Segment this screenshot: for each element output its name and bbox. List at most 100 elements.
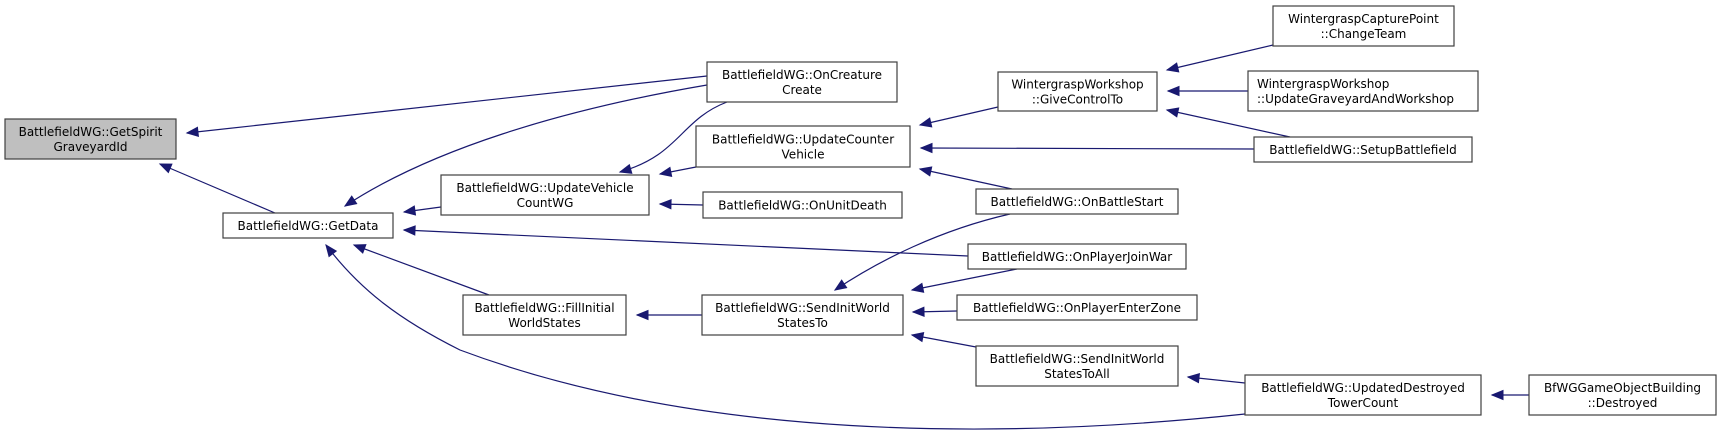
arrowhead-icon: [185, 126, 200, 137]
edge-line: [403, 229, 969, 257]
node-label: ::ChangeTeam: [1321, 27, 1407, 41]
node-label: ::GiveControlTo: [1032, 93, 1123, 107]
edge-line: [1166, 109, 1291, 138]
edge-oncreature-to-getspirit: [185, 75, 708, 137]
node-label: BattlefieldWG::OnBattleStart: [991, 195, 1164, 209]
edge-line: [920, 147, 1255, 150]
arrowhead-icon: [352, 244, 367, 254]
node-box: [701, 294, 904, 336]
arrowhead-icon: [1490, 389, 1504, 401]
node-box: [695, 125, 911, 168]
node-label: BattlefieldWG::FillInitial: [474, 301, 614, 315]
arrowhead-icon: [658, 166, 673, 177]
edge-oncreature-to-updatevehicle: [618, 101, 728, 174]
node-updateddestroyed[interactable]: BattlefieldWG::UpdatedDestroyedTowerCoun…: [1244, 374, 1482, 416]
node-getdata[interactable]: BattlefieldWG::GetData: [222, 212, 394, 239]
node-label: BattlefieldWG::UpdatedDestroyed: [1261, 381, 1465, 395]
node-onunitdeath[interactable]: BattlefieldWG::OnUnitDeath: [702, 191, 903, 219]
node-box: [1272, 5, 1455, 47]
node-box: [1247, 70, 1479, 112]
arrowhead-icon: [911, 306, 925, 317]
edge-line: [159, 163, 276, 214]
node-label: BattlefieldWG::SendInitWorld: [990, 352, 1165, 366]
edge-line: [919, 106, 999, 126]
edge-bfwgdestroyed-to-updateddestroyed: [1490, 389, 1529, 401]
node-box: [975, 188, 1179, 215]
node-label: BattlefieldWG::GetSpirit: [19, 125, 163, 139]
node-label: Create: [782, 83, 822, 97]
node-updategraveyard[interactable]: WintergraspWorkshop::UpdateGraveyardAndW…: [1247, 70, 1479, 112]
node-givecontrol[interactable]: WintergraspWorkshop::GiveControlTo: [997, 71, 1158, 112]
node-label: BattlefieldWG::UpdateVehicle: [456, 181, 633, 195]
arrowhead-icon: [1166, 85, 1180, 97]
arrowhead-icon: [402, 225, 416, 236]
arrowhead-icon: [658, 199, 672, 210]
arrowhead-icon: [910, 331, 925, 343]
node-box: [1244, 374, 1482, 416]
node-label: WintergraspCapturePoint: [1288, 12, 1439, 26]
node-box: [975, 345, 1179, 387]
node-label: GraveyardId: [53, 140, 127, 154]
edge-updateddestroyed-to-sendinittoall: [1186, 372, 1246, 384]
edge-onbattlestart-to-updatecounter: [918, 166, 1013, 190]
node-label: BattlefieldWG::SetupBattlefield: [1269, 143, 1456, 157]
node-box: [222, 212, 394, 239]
node-label: WintergraspWorkshop: [1257, 77, 1389, 91]
edges-layer: [158, 44, 1529, 430]
node-box: [967, 243, 1187, 270]
edge-line: [344, 84, 708, 207]
arrowhead-icon: [910, 282, 925, 293]
node-box: [462, 294, 627, 336]
node-label: StatesTo: [777, 316, 828, 330]
edge-setupbattlefield-to-givecontrol: [1165, 107, 1291, 138]
edge-updatevehicle-to-getdata: [402, 205, 442, 216]
node-box: [997, 71, 1158, 112]
node-label: BattlefieldWG::UpdateCounter: [712, 133, 894, 147]
node-label: BfWGGameObjectBuilding: [1544, 381, 1701, 395]
node-onplayerenterzone[interactable]: BattlefieldWG::OnPlayerEnterZone: [956, 294, 1198, 321]
arrowhead-icon: [325, 243, 338, 258]
arrowhead-icon: [833, 279, 848, 291]
arrowhead-icon: [635, 309, 649, 321]
edge-getdata-to-getspirit: [158, 163, 276, 214]
node-box: [4, 118, 177, 160]
arrowhead-icon: [918, 117, 933, 128]
arrowhead-icon: [1165, 62, 1180, 73]
node-label: BattlefieldWG::OnCreature: [722, 68, 882, 82]
node-box: [956, 294, 1198, 321]
node-label: Vehicle: [782, 148, 825, 162]
edge-onplayerjoinwar-to-sendinitto: [910, 268, 1018, 293]
node-onplayerjoinwar[interactable]: BattlefieldWG::OnPlayerJoinWar: [967, 243, 1187, 270]
node-label: BattlefieldWG::OnPlayerEnterZone: [973, 301, 1181, 315]
edge-updategraveyard-to-givecontrol: [1166, 85, 1248, 97]
edge-onplayerjoinwar-to-getdata: [402, 225, 969, 257]
edge-givecontrol-to-updatecounter: [918, 106, 999, 128]
node-box: [440, 174, 650, 216]
node-label: TowerCount: [1327, 396, 1399, 410]
edge-fillinitial-to-getdata: [352, 244, 490, 296]
edge-sendinitto-to-fillinitial: [635, 309, 702, 321]
arrowhead-icon: [918, 166, 933, 177]
edge-onbattlestart-to-sendinitto: [833, 213, 1011, 291]
edge-onplayerenterzone-to-sendinitto: [911, 306, 958, 317]
node-label: ::UpdateGraveyardAndWorkshop: [1257, 92, 1454, 106]
node-box: [702, 191, 903, 219]
node-label: BattlefieldWG::OnUnitDeath: [718, 199, 887, 213]
edge-oncreature-to-getdata: [343, 84, 708, 207]
node-capturepoint[interactable]: WintergraspCapturePoint::ChangeTeam: [1272, 5, 1455, 47]
arrowhead-icon: [618, 163, 633, 174]
edge-line: [834, 213, 1011, 291]
node-setupbattlefield[interactable]: BattlefieldWG::SetupBattlefield: [1253, 136, 1473, 163]
edge-line: [353, 244, 490, 296]
node-bfwgdestroyed[interactable]: BfWGGameObjectBuilding::Destroyed: [1528, 374, 1717, 416]
node-onbattlestart[interactable]: BattlefieldWG::OnBattleStart: [975, 188, 1179, 215]
node-label: BattlefieldWG::GetData: [238, 219, 379, 233]
